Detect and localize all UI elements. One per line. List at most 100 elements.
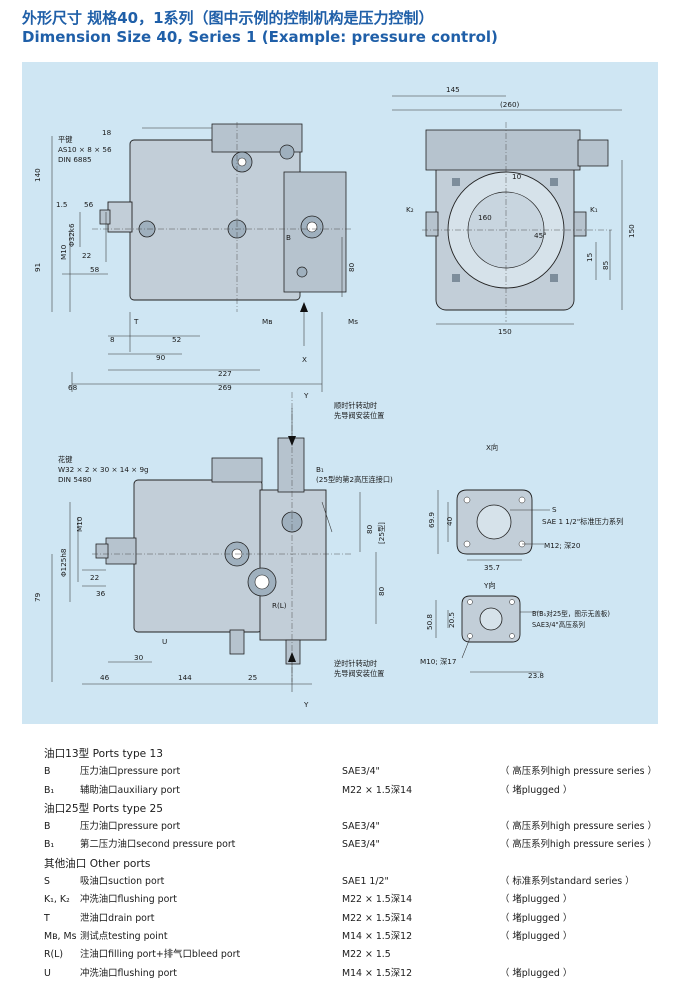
page-title-en: Dimension Size 40, Series 1 (Example: pr…: [22, 28, 498, 46]
port-name: 测试点testing point: [80, 930, 168, 942]
ports-table: 油口13型 Ports type 13 B 压力油口pressure port …: [44, 745, 664, 983]
label-mb: Mʙ: [262, 317, 272, 326]
dim-50-8: 50.8: [425, 614, 434, 630]
port-row: Mʙ, Ms 测试点testing point M14 × 1.5深12 （ 堵…: [44, 928, 664, 946]
dim-32k6: Φ32k6: [67, 223, 76, 247]
front-view: [51, 122, 352, 392]
port-series: （ 高压系列high pressure series ）: [500, 766, 657, 778]
spline-key-3: DIN 5480: [58, 475, 92, 484]
dim-91: 91: [33, 263, 42, 272]
view-x-note-sae: SAE 1 1/2"标准压力系列: [542, 517, 623, 526]
port-series: （ 高压系列high pressure series ）: [500, 821, 657, 833]
dim-52: 52: [172, 335, 181, 344]
port-name: 辅助油口auxiliary port: [80, 784, 180, 796]
section-ports-13: 油口13型 Ports type 13: [44, 748, 164, 760]
label-t: T: [133, 317, 139, 326]
view-x-title: X向: [486, 443, 498, 452]
port-name: 注油口filling port+排气口bleed port: [80, 949, 241, 961]
dim-145: 145: [446, 85, 460, 94]
port-series: （ 堵plugged ）: [500, 930, 573, 942]
dim-10: 10: [512, 172, 522, 181]
port-spec: SAE1 1/2": [342, 876, 389, 888]
dim-80-b: 80: [377, 586, 386, 596]
dim-144: 144: [178, 673, 192, 682]
flat-key-label-3: DIN 6885: [58, 155, 92, 164]
port-row: B₁ 第二压力油口second pressure port SAE3/4" （ …: [44, 836, 664, 854]
port-spec: M14 × 1.5深12: [342, 967, 413, 979]
dim-20-5: 20.5: [447, 612, 456, 628]
port-row: T 泄油口drain port M22 × 1.5深14 （ 堵plugged …: [44, 910, 664, 928]
label-ms: Ms: [348, 317, 358, 326]
dim-260: (260): [500, 100, 520, 109]
dim-35-7: 35.7: [484, 563, 500, 572]
dim-36: 36: [96, 589, 106, 598]
section-ports-25: 油口25型 Ports type 25: [44, 802, 164, 815]
dim-150-v: 150: [627, 224, 636, 238]
port-row: B 压力油口pressure port SAE3/4" （ 高压系列high p…: [44, 818, 664, 836]
port-spec: M22 × 1.5深14: [342, 784, 413, 796]
flat-key-label-2: AS10 × 8 × 56: [58, 145, 112, 154]
top-view-labels: Y 顺时针转动时 先导阀安装位置 B₁ (25型的第2高压连接口) 花键 W32…: [33, 391, 393, 709]
port-code: T: [44, 912, 50, 924]
port-series: （ 堵plugged ）: [500, 784, 573, 796]
dim-125h8: Φ125h8: [59, 548, 68, 577]
ccw-note-2: 先导阀安装位置: [334, 669, 384, 678]
flat-key-label-1: 平键: [58, 135, 72, 144]
dim-40: 40: [445, 516, 454, 526]
dim-140: 140: [33, 168, 42, 182]
page-title-cn: 外形尺寸 规格40，1系列（图中示例的控制机构是压力控制）: [22, 9, 434, 27]
port-row: U 冲洗油口flushing port M14 × 1.5深12 （ 堵plug…: [44, 965, 664, 983]
dim-18: 18: [102, 128, 112, 137]
label-y-top: Y: [303, 391, 309, 400]
port-spec: SAE3/4": [342, 839, 380, 851]
dim-269: 269: [218, 383, 232, 392]
dim-69-9: 69.9: [427, 512, 436, 528]
label-u: U: [162, 637, 167, 646]
port-spec: M22 × 1.5深14: [342, 912, 413, 924]
port-name: 第二压力油口second pressure port: [80, 839, 236, 851]
port-code: R(L): [44, 949, 64, 961]
b1-note-2: (25型的第2高压连接口): [316, 475, 393, 484]
ccw-note-1: 逆时针转动时: [334, 659, 377, 668]
technical-drawing: 平键 AS10 × 8 × 56 DIN 6885 18 140 1.5 56 …: [22, 62, 658, 724]
port-code: S: [44, 876, 50, 888]
port-name: 泄油口drain port: [80, 912, 155, 924]
dim-8: 8: [110, 335, 115, 344]
section-other-ports: 其他油口 Other ports: [44, 857, 151, 870]
label-y-bottom: Y: [303, 700, 309, 709]
dim-m10: M10: [59, 244, 68, 260]
dim-25-type: [25型]: [377, 522, 386, 544]
drawing-canvas: 平键 AS10 × 8 × 56 DIN 6885 18 140 1.5 56 …: [33, 85, 636, 709]
spline-key-2: W32 × 2 × 30 × 14 × 9g: [58, 465, 149, 474]
port-series: （ 标准系列standard series ）: [500, 876, 635, 888]
end-view: [392, 95, 623, 325]
port-code: B: [44, 821, 51, 833]
dim-30: 30: [134, 653, 144, 662]
cw-note-1: 顺时针转动时: [334, 401, 377, 410]
dim-58: 58: [90, 265, 100, 274]
dim-79: 79: [33, 592, 42, 602]
port-row: S 吸油口suction port SAE1 1/2" （ 标准系列standa…: [44, 873, 664, 891]
port-spec: SAE3/4": [342, 821, 380, 833]
label-x: X: [302, 355, 307, 364]
dim-80-a: 80: [365, 524, 374, 534]
dim-45: 45°: [534, 231, 547, 240]
port-name: 冲洗油口flushing port: [80, 894, 177, 906]
port-spec: M22 × 1.5: [342, 949, 391, 961]
view-x: [437, 489, 550, 561]
dim-22: 22: [82, 251, 91, 260]
dim-25: 25: [248, 673, 257, 682]
cw-note-2: 先导阀安装位置: [334, 411, 384, 420]
port-name: 冲洗油口flushing port: [80, 967, 177, 979]
dim-56: 56: [84, 200, 94, 209]
dim-150-h: 150: [498, 327, 512, 336]
port-series: （ 堵plugged ）: [500, 967, 573, 979]
port-code: B₁: [44, 784, 55, 796]
port-name: 压力油口pressure port: [80, 821, 181, 833]
label-k1: K₁: [590, 205, 598, 214]
dim-85: 85: [601, 261, 610, 270]
dim-1-5: 1.5: [56, 200, 67, 209]
dim-68: 68: [68, 383, 78, 392]
port-spec: M14 × 1.5深12: [342, 930, 413, 942]
view-y-labels: Y向 50.8 20.5 23.8 B(B₁对25型，图示无盖板) SAE3/4…: [420, 581, 610, 680]
